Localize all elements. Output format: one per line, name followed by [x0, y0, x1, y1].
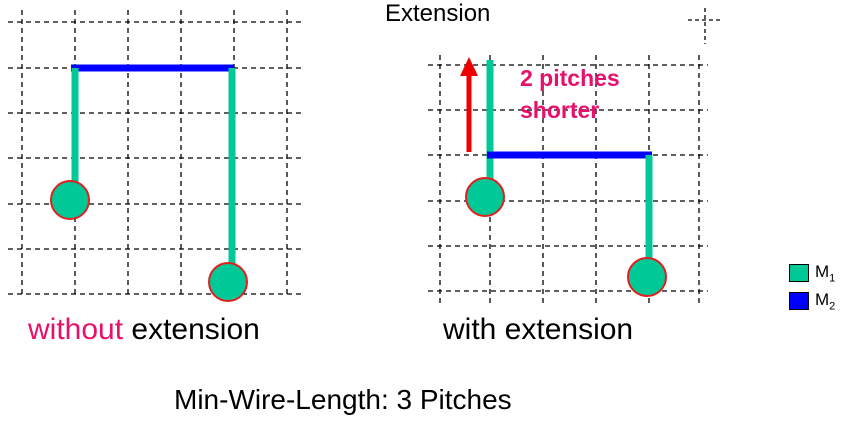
diagram-title: Extension — [385, 0, 491, 27]
legend-label-m1: M1 — [815, 262, 836, 285]
grid-crosshair-mark — [688, 8, 720, 44]
legend-item-m2: M2 — [789, 290, 835, 312]
shorter-note: 2 pitches shorter — [520, 62, 620, 126]
legend-label-m2: M2 — [815, 290, 836, 313]
note-line-1: 2 pitches — [520, 65, 620, 91]
right-caption: with extension — [443, 313, 634, 346]
footer-caption: Min-Wire-Length: 3 Pitches — [174, 384, 512, 415]
left-pin-2 — [208, 262, 248, 302]
legend-swatch-m2 — [789, 292, 809, 311]
extension-arrow-icon — [460, 57, 478, 152]
note-line-2: shorter — [520, 97, 600, 123]
left-caption-rest: extension — [123, 313, 260, 346]
right-pin-1 — [465, 177, 505, 217]
right-pin-2 — [627, 257, 667, 297]
left-caption-highlight: without — [28, 313, 124, 346]
legend-swatch-m1 — [789, 264, 809, 283]
left-pin-1 — [50, 180, 90, 220]
legend-item-m1: M1 — [789, 262, 835, 284]
left-caption: without extension — [28, 313, 260, 347]
left-grid — [8, 10, 302, 298]
